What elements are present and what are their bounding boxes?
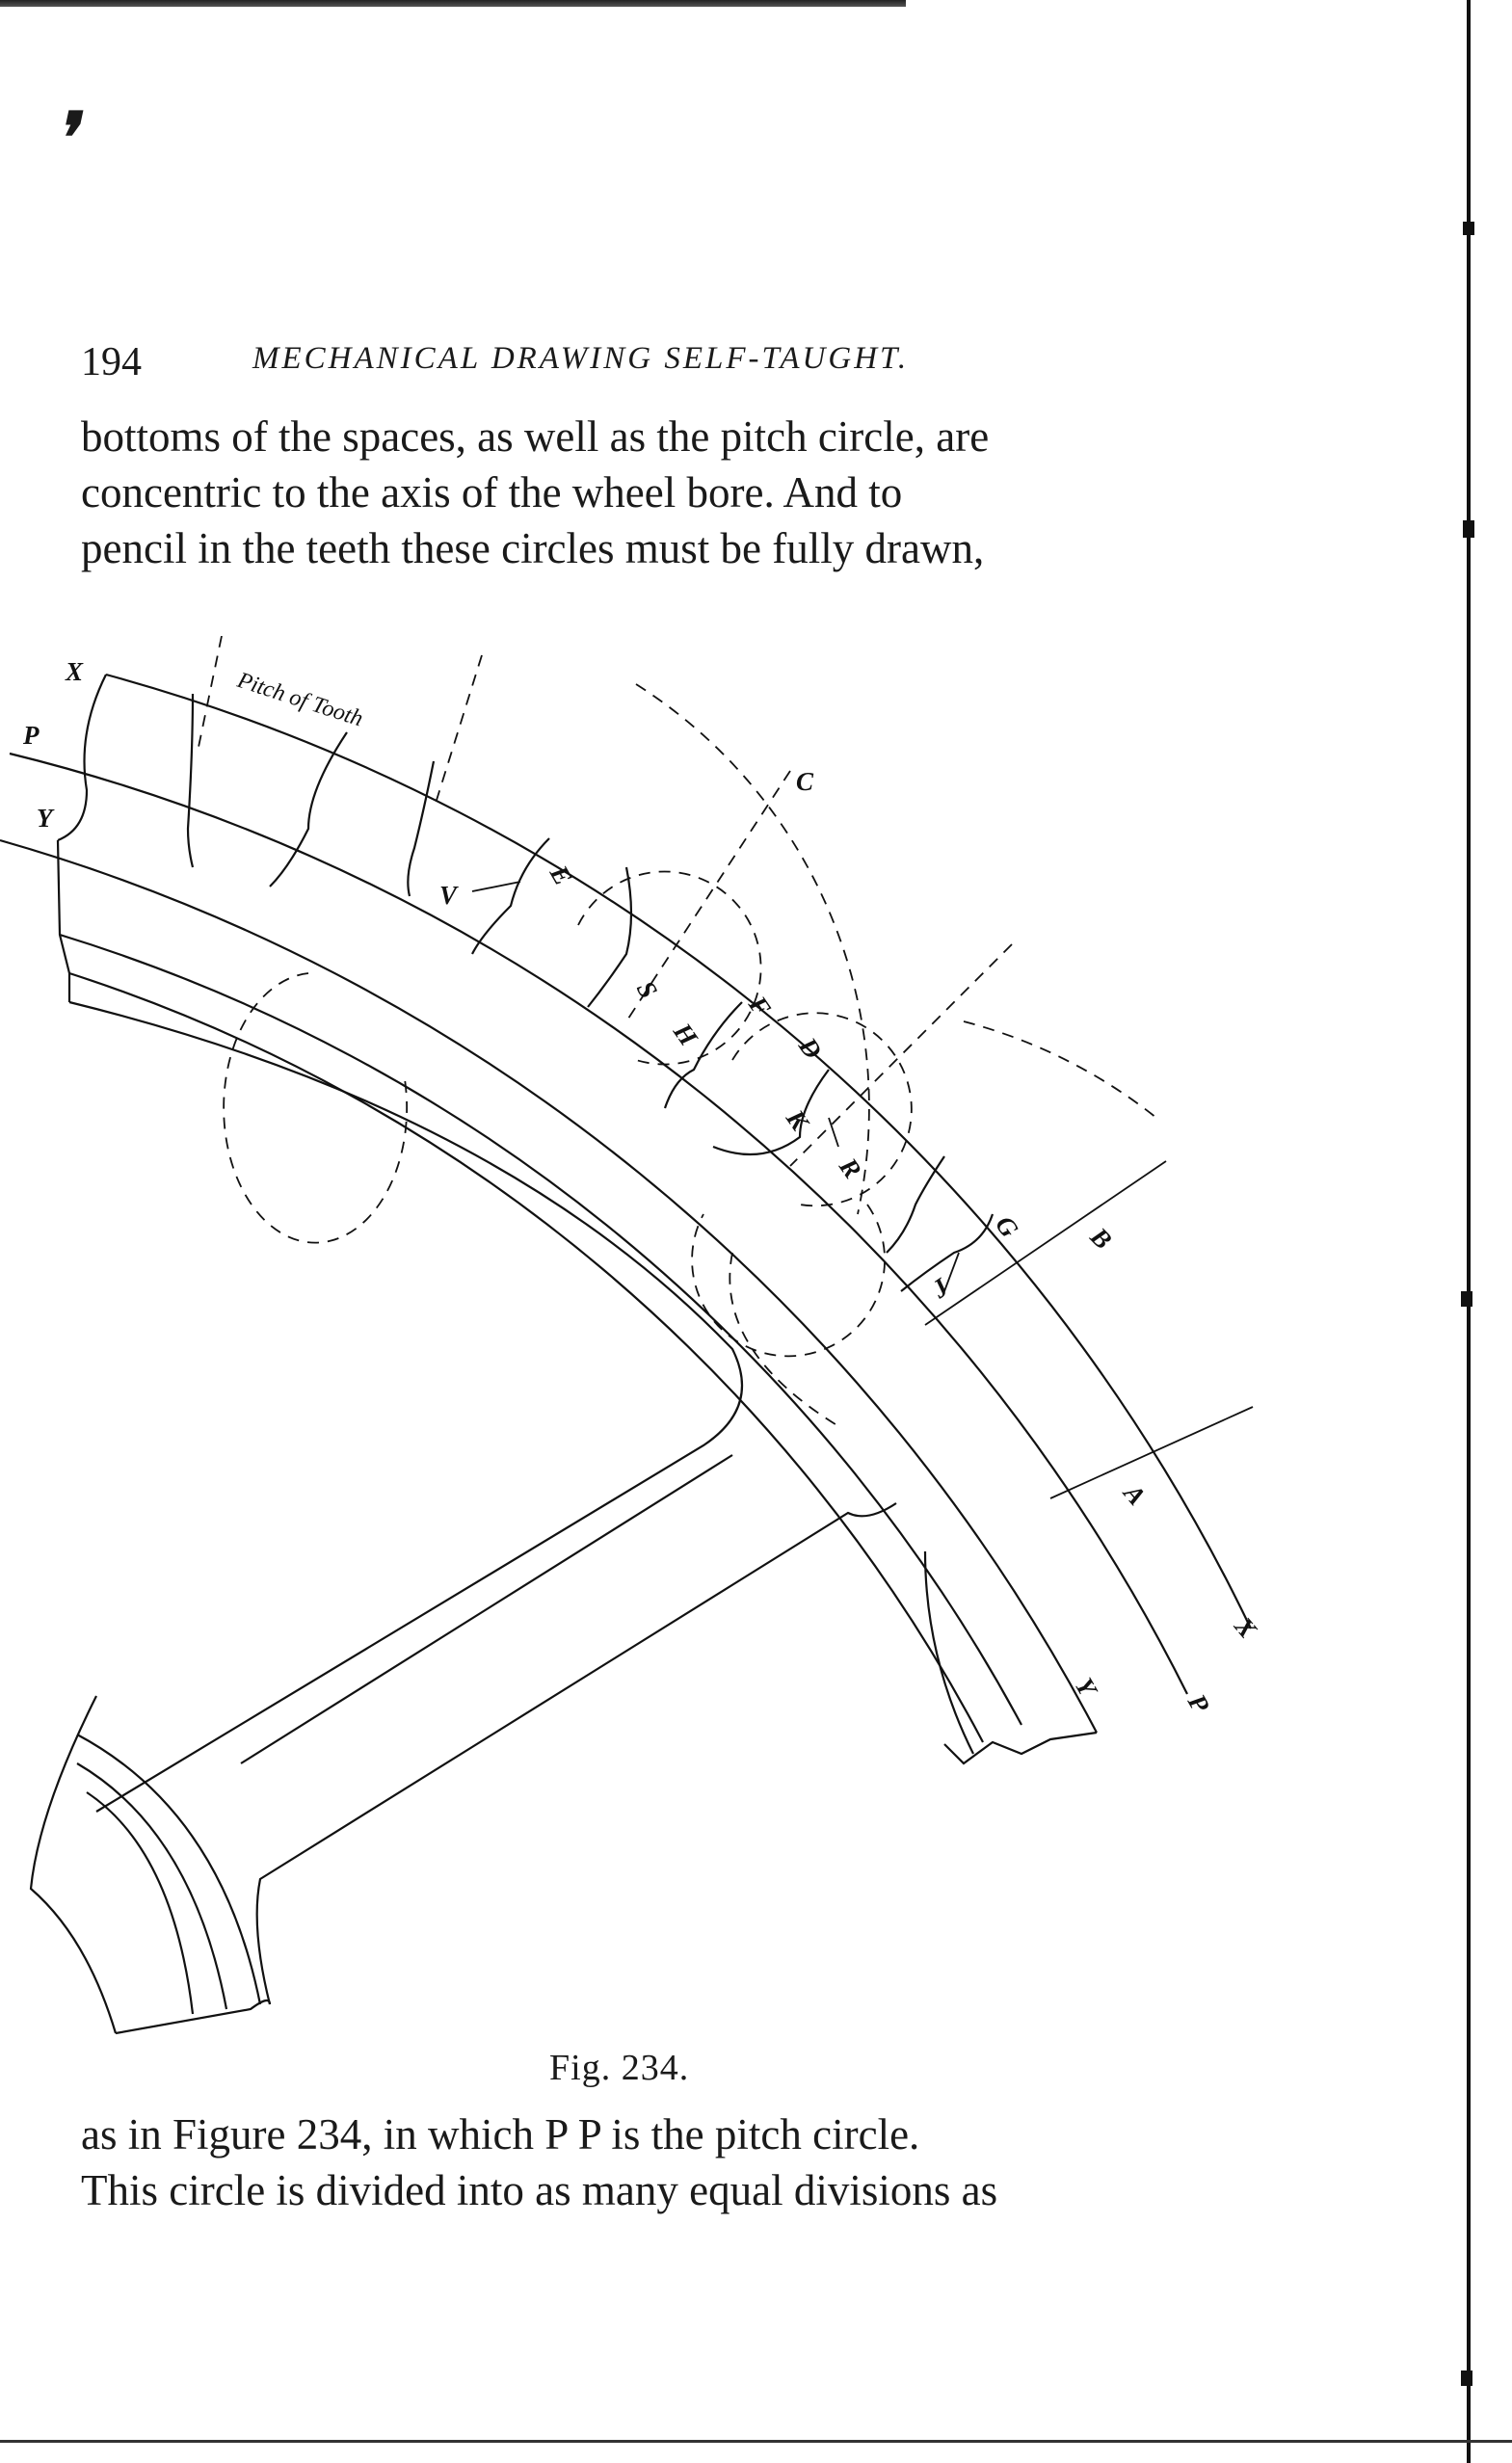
construction-circle [577,870,762,1066]
hub-ring-1 [76,1734,262,2005]
label-c: C [796,767,814,796]
construction-circle [223,972,409,1244]
label-s: S [631,976,663,1003]
pointer-r [828,1117,839,1148]
gear-figure: X P Y Pitch of Tooth C E V S H F D K R G… [0,636,1263,2035]
tooth-flank [57,674,107,842]
label-x-top: X [65,657,84,686]
rim-outer [59,933,1022,1726]
label-r: R [834,1152,867,1183]
hub-outer [29,1695,118,2034]
label-y-left: Y [37,804,55,833]
tooth-flank [900,1213,995,1292]
text-line: bottoms of the spaces, as well as the pi… [81,412,990,461]
label-a: A [1117,1477,1152,1511]
running-head: MECHANICAL DRAWING SELF-TAUGHT. [252,341,910,376]
text-line: concentric to the axis of the wheel bore… [81,468,903,516]
label-b: B [1084,1221,1118,1255]
construction-arc [729,1252,839,1427]
arm-inner-lower [923,1550,974,1755]
rim-break [943,1731,1098,1765]
edge-mark [1463,222,1474,235]
radial-line [789,943,1013,1167]
bottom-scan-rule [0,2440,1512,2443]
arm-inner-upper [240,1454,733,1764]
tooth-flank [471,837,550,955]
rim-left-end [56,839,71,1002]
addendum-circle-x [105,673,1252,1629]
construction-circle [691,1204,886,1358]
paragraph-top: bottoms of the spaces, as well as the pi… [81,409,1170,576]
page-number: 194 [81,340,142,384]
label-e: E [544,860,577,889]
tooth-flank [712,1069,830,1156]
web-lower [255,1502,897,2005]
line-b [924,1160,1167,1326]
label-k: K [781,1103,816,1136]
tooth-flank [886,1155,945,1254]
construction-arc [635,683,870,1215]
radial-line [197,636,223,753]
hub-bottom [115,1999,272,2035]
paragraph-bottom: as in Figure 234, in which P P is the pi… [81,2106,1170,2218]
edge-mark [1461,2370,1472,2386]
edge-mark [1461,1291,1472,1307]
rim-inner [68,971,984,1743]
radial-line [433,654,483,810]
edge-mark [1463,520,1474,538]
text-line: This circle is divided into as many equa… [81,2166,998,2214]
page-edge [1467,0,1471,2463]
label-v: V [439,881,459,910]
tooth-flank [663,1001,743,1109]
label-h: H [668,1017,704,1051]
tooth-flank [587,866,633,1008]
tooth-flank [269,731,348,887]
label-x-right: X [1229,1611,1263,1645]
pointer-v [471,881,521,892]
construction-arc [963,1020,1157,1119]
text-line: pencil in the teeth these circles must b… [81,524,985,572]
web-upper [68,1000,744,1813]
hub-ring-2 [76,1762,228,2010]
text-line: as in Figure 234, in which P P is the pi… [81,2110,920,2158]
margin-mark: ❜ [51,100,91,177]
tooth-flank [407,760,436,897]
label-d: D [793,1031,828,1064]
label-p-left: P [22,721,40,750]
pointer-j [943,1252,960,1292]
figure-caption: Fig. 234. [549,2048,690,2088]
top-scan-rule [0,0,906,7]
line-a [1049,1406,1254,1499]
hub-ring-3 [86,1791,195,2015]
root-circle-y [0,838,1098,1734]
label-y-right: Y [1070,1673,1103,1703]
radial-line [625,770,791,1022]
tooth-flank [186,693,195,868]
